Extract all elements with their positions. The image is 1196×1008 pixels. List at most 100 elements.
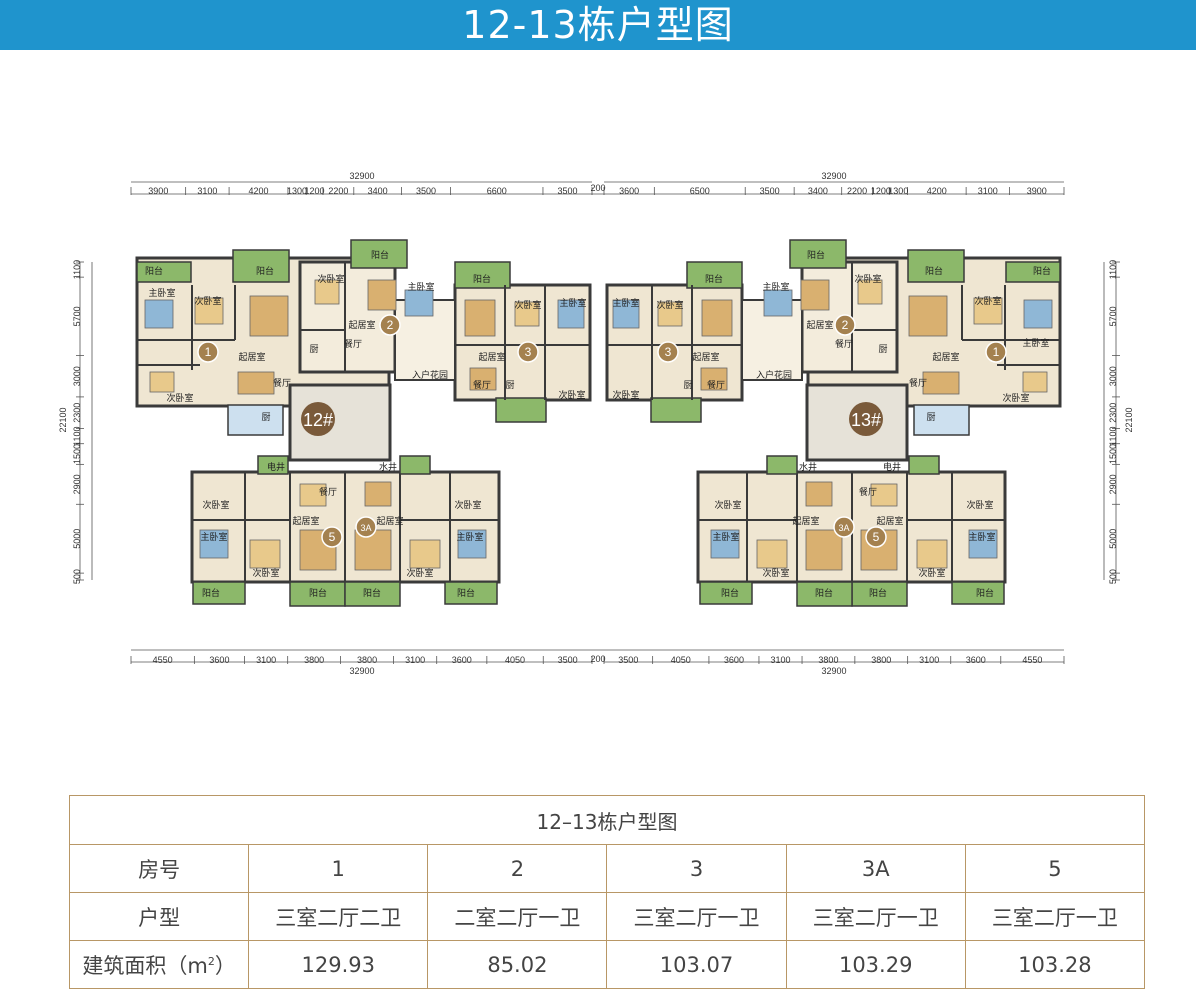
room-label: 主卧室 [407, 281, 434, 293]
room-label: 主卧室 [762, 281, 789, 293]
bottom-dim-label: 3600 [209, 655, 229, 665]
room-label: 阳台 [457, 587, 475, 599]
room-label: 阳台 [371, 249, 389, 261]
side-dim-label: 1100 [72, 260, 82, 279]
bottom-mid-dim: 200 [590, 654, 605, 664]
room-label: 水井 [799, 461, 817, 473]
room-label: 主卧室 [712, 531, 739, 543]
top-dim-label: 1300 [888, 186, 908, 196]
side-dim-label: 2300 [1108, 403, 1118, 423]
bottom-dim-label: 3100 [770, 655, 790, 665]
unit-badge [355, 516, 377, 538]
room-no-cell: 3 [606, 844, 787, 893]
top-dim-label: 3500 [557, 186, 577, 196]
bottom-total-right: 32900 [821, 666, 846, 676]
room-label: 阳台 [309, 587, 327, 599]
bottom-dim-label: 4050 [671, 655, 691, 665]
table-row: 户型 三室二厅二卫 二室二厅一卫 三室二厅一卫 三室二厅一卫 三室二厅一卫 [68, 892, 1146, 941]
room-label: 阳台 [869, 587, 887, 599]
room-label: 主卧室 [612, 297, 639, 309]
building-13-label: 13# [851, 410, 881, 430]
unit-badge-label: 3 [525, 345, 532, 359]
room-label: 次卧室 [854, 273, 881, 285]
building-12-label: 12# [303, 410, 333, 430]
room-label: 阳台 [705, 273, 723, 285]
area-sup: 2 [207, 954, 215, 968]
room-label: 厨 [683, 380, 692, 391]
room-label: 次卧室 [714, 499, 741, 511]
unit-badge [517, 341, 539, 363]
title-banner [0, 0, 1196, 50]
top-dim-label: 2200 [328, 186, 348, 196]
type-cell: 二室二厅一卫 [427, 892, 608, 941]
room-label: 餐厅 [835, 338, 853, 350]
top-dim-label: 3500 [760, 186, 780, 196]
unit-badge [197, 341, 219, 363]
room-label: 次卧室 [454, 499, 481, 511]
unit-badge [379, 314, 401, 336]
room-label: 入户花园 [756, 369, 792, 381]
bottom-dim-label: 3800 [818, 655, 838, 665]
table-title: 12–13栋户型图 [69, 795, 1145, 845]
room-no-cell: 2 [427, 844, 608, 893]
room-no-cell: 5 [964, 844, 1146, 893]
room-label: 阳台 [473, 273, 491, 285]
room-label: 起居室 [238, 351, 265, 363]
bottom-dim-label: 3600 [966, 655, 986, 665]
room-labels: 阳台 阳台 阳台 阳台 主卧室 次卧室 起居室 餐厅 次卧室 厨 次卧室 起居室… [145, 249, 1051, 599]
room-label: 起居室 [292, 515, 319, 527]
room-label: 次卧室 [974, 295, 1001, 307]
unit-badge-label: 2 [387, 318, 394, 332]
type-cell: 三室二厅一卫 [606, 892, 787, 941]
bottom-dim-label: 3800 [304, 655, 324, 665]
side-dim-label: 5700 [72, 306, 82, 326]
building-13-marker [849, 402, 883, 436]
top-dim-label: 6500 [690, 186, 710, 196]
bottom-dim-label: 3800 [871, 655, 891, 665]
side-dim-label: 2900 [1108, 474, 1118, 494]
top-dim-label: 1300 [287, 186, 307, 196]
row-header-area: 建筑面积（m2） [68, 940, 250, 989]
room-label: 次卧室 [656, 299, 683, 311]
bottom-dim-label: 3800 [357, 655, 377, 665]
area-cell: 129.93 [248, 940, 429, 989]
room-label: 厨 [926, 412, 935, 423]
top-dim-label: 1200 [871, 186, 891, 196]
top-dim-label: 3900 [1027, 186, 1047, 196]
top-mid-dim: 200 [590, 183, 605, 193]
room-label: 餐厅 [707, 379, 725, 391]
room-label: 主卧室 [456, 531, 483, 543]
room-label: 主卧室 [559, 297, 586, 309]
room-label: 阳台 [145, 265, 163, 277]
area-cell: 85.02 [427, 940, 608, 989]
bottom-dim-label: 4050 [505, 655, 525, 665]
unit-badge-label: 5 [329, 530, 336, 544]
side-dim-label: 5000 [1108, 529, 1118, 549]
room-label: 次卧室 [514, 299, 541, 311]
room-label: 主卧室 [1022, 337, 1049, 349]
room-label: 阳台 [256, 265, 274, 277]
room-label: 阳台 [363, 587, 381, 599]
type-cell: 三室二厅一卫 [964, 892, 1146, 941]
room-label: 餐厅 [859, 486, 877, 498]
room-label: 起居室 [792, 515, 819, 527]
bottom-total-left: 32900 [349, 666, 374, 676]
room-label: 餐厅 [344, 338, 362, 350]
bottom-dim-label: 4550 [153, 655, 173, 665]
table-row: 建筑面积（m2） 129.93 85.02 103.07 103.29 103.… [68, 940, 1146, 989]
area-cell: 103.07 [606, 940, 787, 989]
bottom-dim-label: 3100 [405, 655, 425, 665]
unit-badge-label: 2 [842, 318, 849, 332]
room-label: 阳台 [721, 587, 739, 599]
top-dim-label: 3100 [197, 186, 217, 196]
room-label: 主卧室 [968, 531, 995, 543]
side-dim-label: 1100 [1108, 426, 1118, 445]
room-label: 餐厅 [273, 377, 291, 389]
room-label: 起居室 [478, 351, 505, 363]
unit-badge [985, 341, 1007, 363]
bottom-dim-label: 3500 [558, 655, 578, 665]
bottom-dim-label: 3100 [919, 655, 939, 665]
